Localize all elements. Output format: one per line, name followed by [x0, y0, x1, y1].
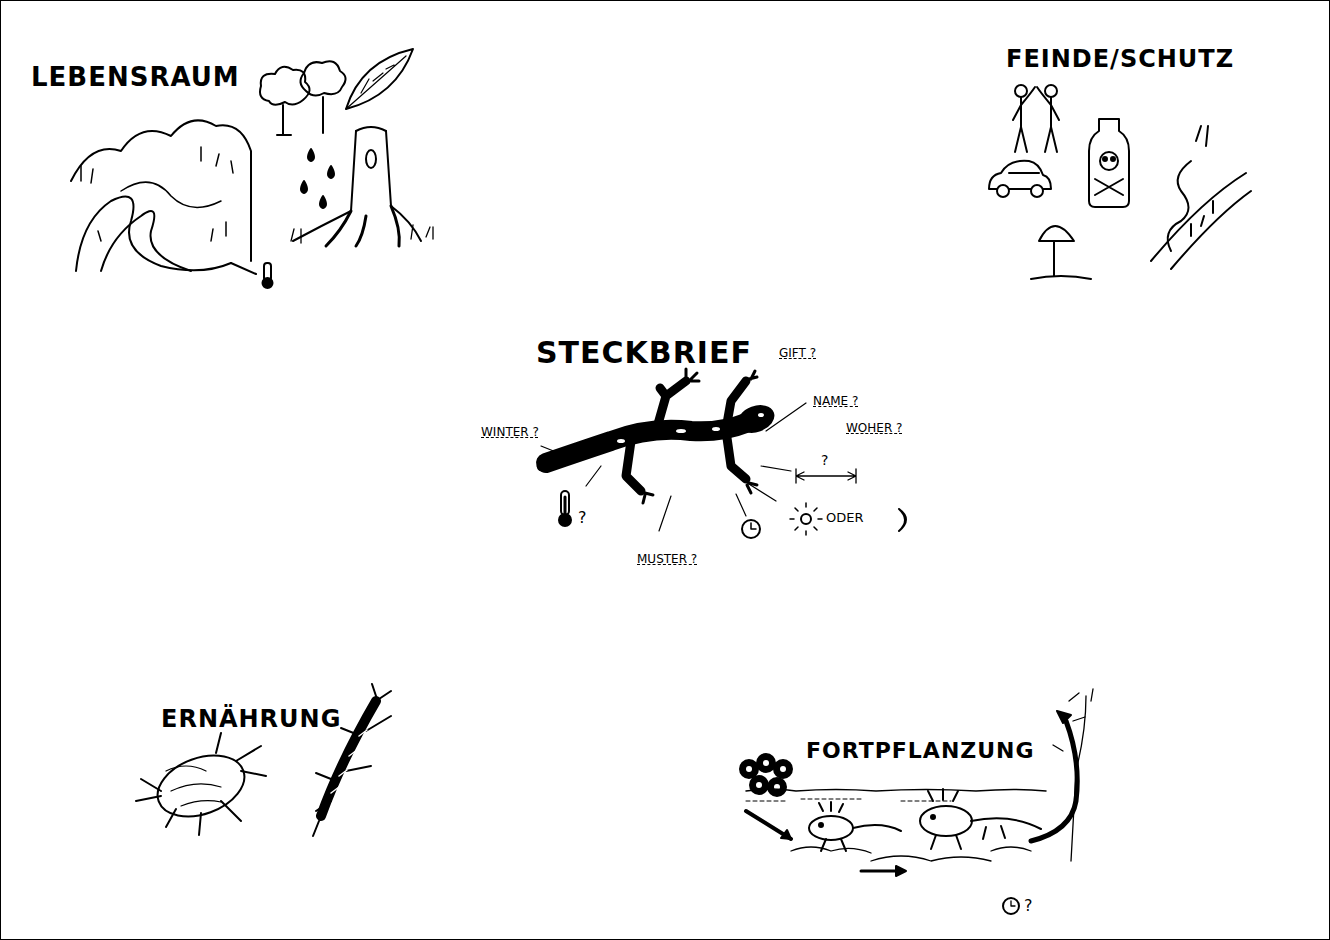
question-mark: ?: [578, 509, 587, 527]
question-label: MUSTER ?: [637, 553, 697, 566]
section-heading: LEBENSRAUM: [31, 63, 240, 92]
section-heading: ERNÄHRUNG: [161, 706, 341, 732]
section-heading: FEINDE/SCHUTZ: [1006, 46, 1234, 72]
question-mark: ?: [1024, 897, 1033, 915]
enemies-drawing: [989, 85, 1251, 279]
or-label: ODER: [826, 511, 864, 525]
question-label: GIFT ?: [779, 347, 816, 360]
food-drawing: [136, 684, 391, 836]
question-label: NAME ?: [813, 395, 858, 408]
question-mark: ?: [821, 453, 828, 468]
question-label: WINTER ?: [481, 426, 539, 439]
sheet-title: STECKBRIEF: [536, 336, 752, 369]
question-label: WOHER ?: [846, 422, 902, 435]
section-heading: FORTPFLANZUNG: [806, 739, 1035, 763]
reproduction-drawing: [740, 689, 1093, 914]
salamander-drawing: [541, 369, 906, 538]
